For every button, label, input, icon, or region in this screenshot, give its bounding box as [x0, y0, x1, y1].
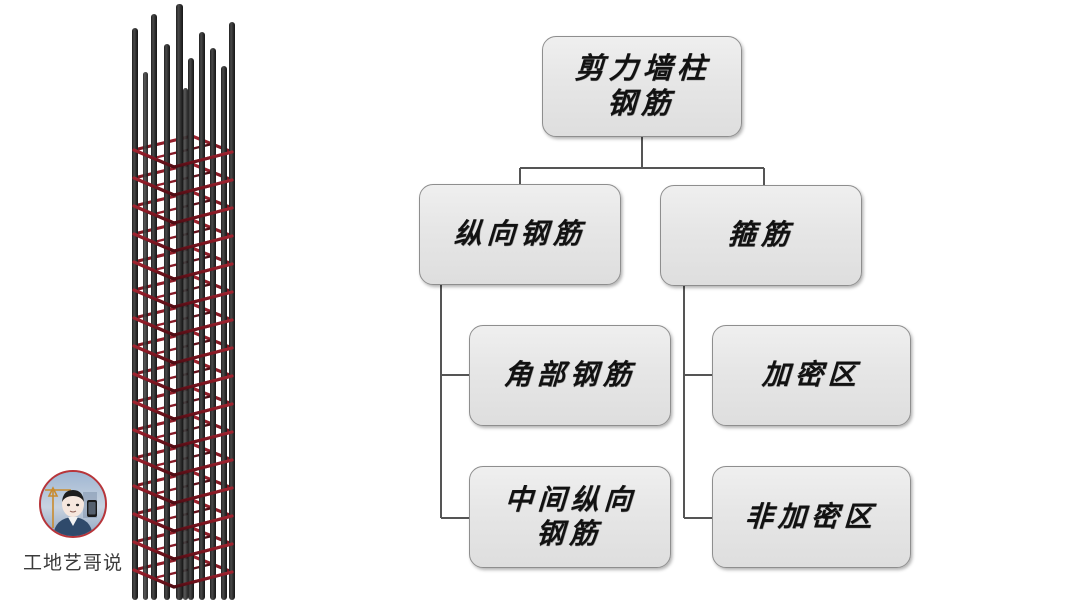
node-densified-zone[interactable]: 加密区 [712, 325, 911, 426]
avatar [39, 470, 107, 538]
node-shear-wall-column-rebar[interactable]: 剪力墙柱 钢筋 [542, 36, 742, 137]
node-label: 角部钢筋 [503, 358, 637, 392]
watermark: 工地艺哥说 [14, 470, 132, 575]
node-label: 加密区 [761, 358, 862, 392]
phone-icon [87, 500, 97, 517]
node-label: 箍筋 [727, 218, 795, 252]
node-middle-longitudinal-rebar[interactable]: 中间纵向 钢筋 [469, 466, 671, 568]
node-label: 剪力墙柱 钢筋 [574, 51, 712, 121]
crane-icon [45, 486, 71, 528]
avatar-image [41, 472, 105, 536]
watermark-text: 工地艺哥说 [22, 552, 123, 574]
stirrup-rings-front [132, 148, 234, 589]
node-label: 纵向钢筋 [453, 217, 587, 251]
rebar-cage-illustration [132, 4, 235, 600]
node-stirrup[interactable]: 箍筋 [660, 185, 862, 286]
node-label: 非加密区 [744, 499, 879, 533]
node-non-densified-zone[interactable]: 非加密区 [712, 466, 911, 568]
node-label: 中间纵向 钢筋 [504, 482, 638, 550]
node-longitudinal-rebar[interactable]: 纵向钢筋 [419, 184, 621, 285]
node-corner-rebar[interactable]: 角部钢筋 [469, 325, 671, 426]
